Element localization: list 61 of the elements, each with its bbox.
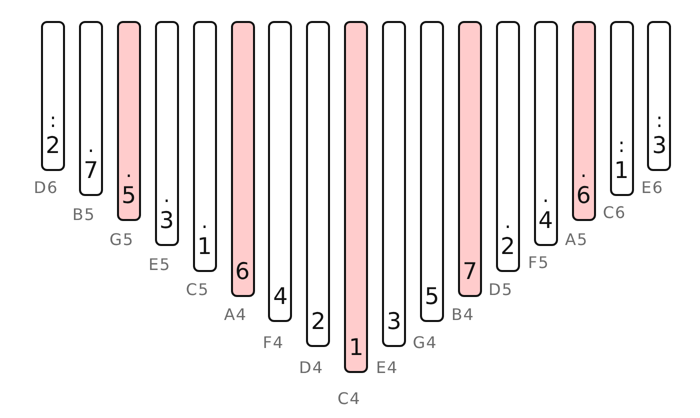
note-number: 1 (614, 160, 629, 183)
note-name: D5 (488, 282, 514, 298)
note-name: B5 (72, 207, 96, 223)
kalimba-tine (572, 21, 596, 221)
note-name: D4 (299, 360, 324, 376)
kalimba-tine (496, 21, 520, 272)
kalimba-tine (41, 21, 65, 171)
octave-dots: . (126, 164, 132, 176)
note-name: E4 (376, 360, 398, 376)
kalimba-tine (230, 21, 254, 297)
note-number: 5 (424, 286, 440, 309)
note-number: 2 (500, 236, 516, 259)
kalimba-tine (154, 21, 179, 246)
note-number: 3 (386, 311, 402, 334)
note-number: 2 (46, 135, 60, 158)
note-number: 7 (84, 160, 98, 183)
note-name: C5 (186, 282, 210, 298)
note-name: E5 (148, 257, 171, 273)
kalimba-tine (78, 21, 103, 196)
octave-dots: . (88, 139, 94, 151)
note-name: D6 (34, 180, 58, 196)
note-number: 3 (652, 135, 667, 158)
note-name: A5 (565, 232, 588, 248)
note-name: G4 (412, 335, 438, 351)
octave-dots: : (618, 139, 625, 151)
kalimba-tine (192, 21, 217, 272)
kalimba-tine (647, 21, 672, 171)
note-name: C6 (602, 205, 626, 221)
note-number: 2 (310, 311, 326, 334)
note-number: 1 (197, 236, 212, 259)
note-number: 5 (121, 185, 136, 208)
kalimba-tine (420, 21, 444, 322)
note-name: G5 (110, 232, 134, 248)
note-number: 6 (576, 185, 591, 208)
note-number: 7 (462, 261, 478, 284)
octave-dots: . (580, 164, 587, 176)
octave-dots: . (504, 215, 511, 227)
kalimba-tine (458, 21, 482, 297)
octave-dots: . (201, 215, 208, 227)
note-number: 6 (235, 261, 250, 284)
note-name: F5 (528, 255, 550, 271)
kalimba-tine (116, 21, 141, 221)
kalimba-tine (610, 21, 634, 196)
kalimba-tine (268, 21, 292, 322)
note-name: F4 (262, 335, 284, 351)
octave-dots: : (656, 114, 663, 126)
kalimba-tine (306, 21, 330, 347)
note-number: 4 (273, 286, 288, 309)
kalimba-tine (344, 21, 368, 373)
note-name: E6 (641, 180, 664, 196)
note-name: A4 (224, 307, 248, 323)
kalimba-tine (534, 21, 558, 246)
note-number: 4 (538, 210, 553, 233)
note-name: C4 (338, 391, 361, 407)
note-number: 3 (159, 210, 174, 233)
octave-dots: . (542, 189, 549, 201)
note-name: B4 (451, 307, 474, 323)
kalimba-tine (382, 21, 406, 347)
octave-dots: : (50, 114, 56, 126)
octave-dots: . (164, 189, 170, 201)
note-number: 1 (348, 337, 364, 360)
